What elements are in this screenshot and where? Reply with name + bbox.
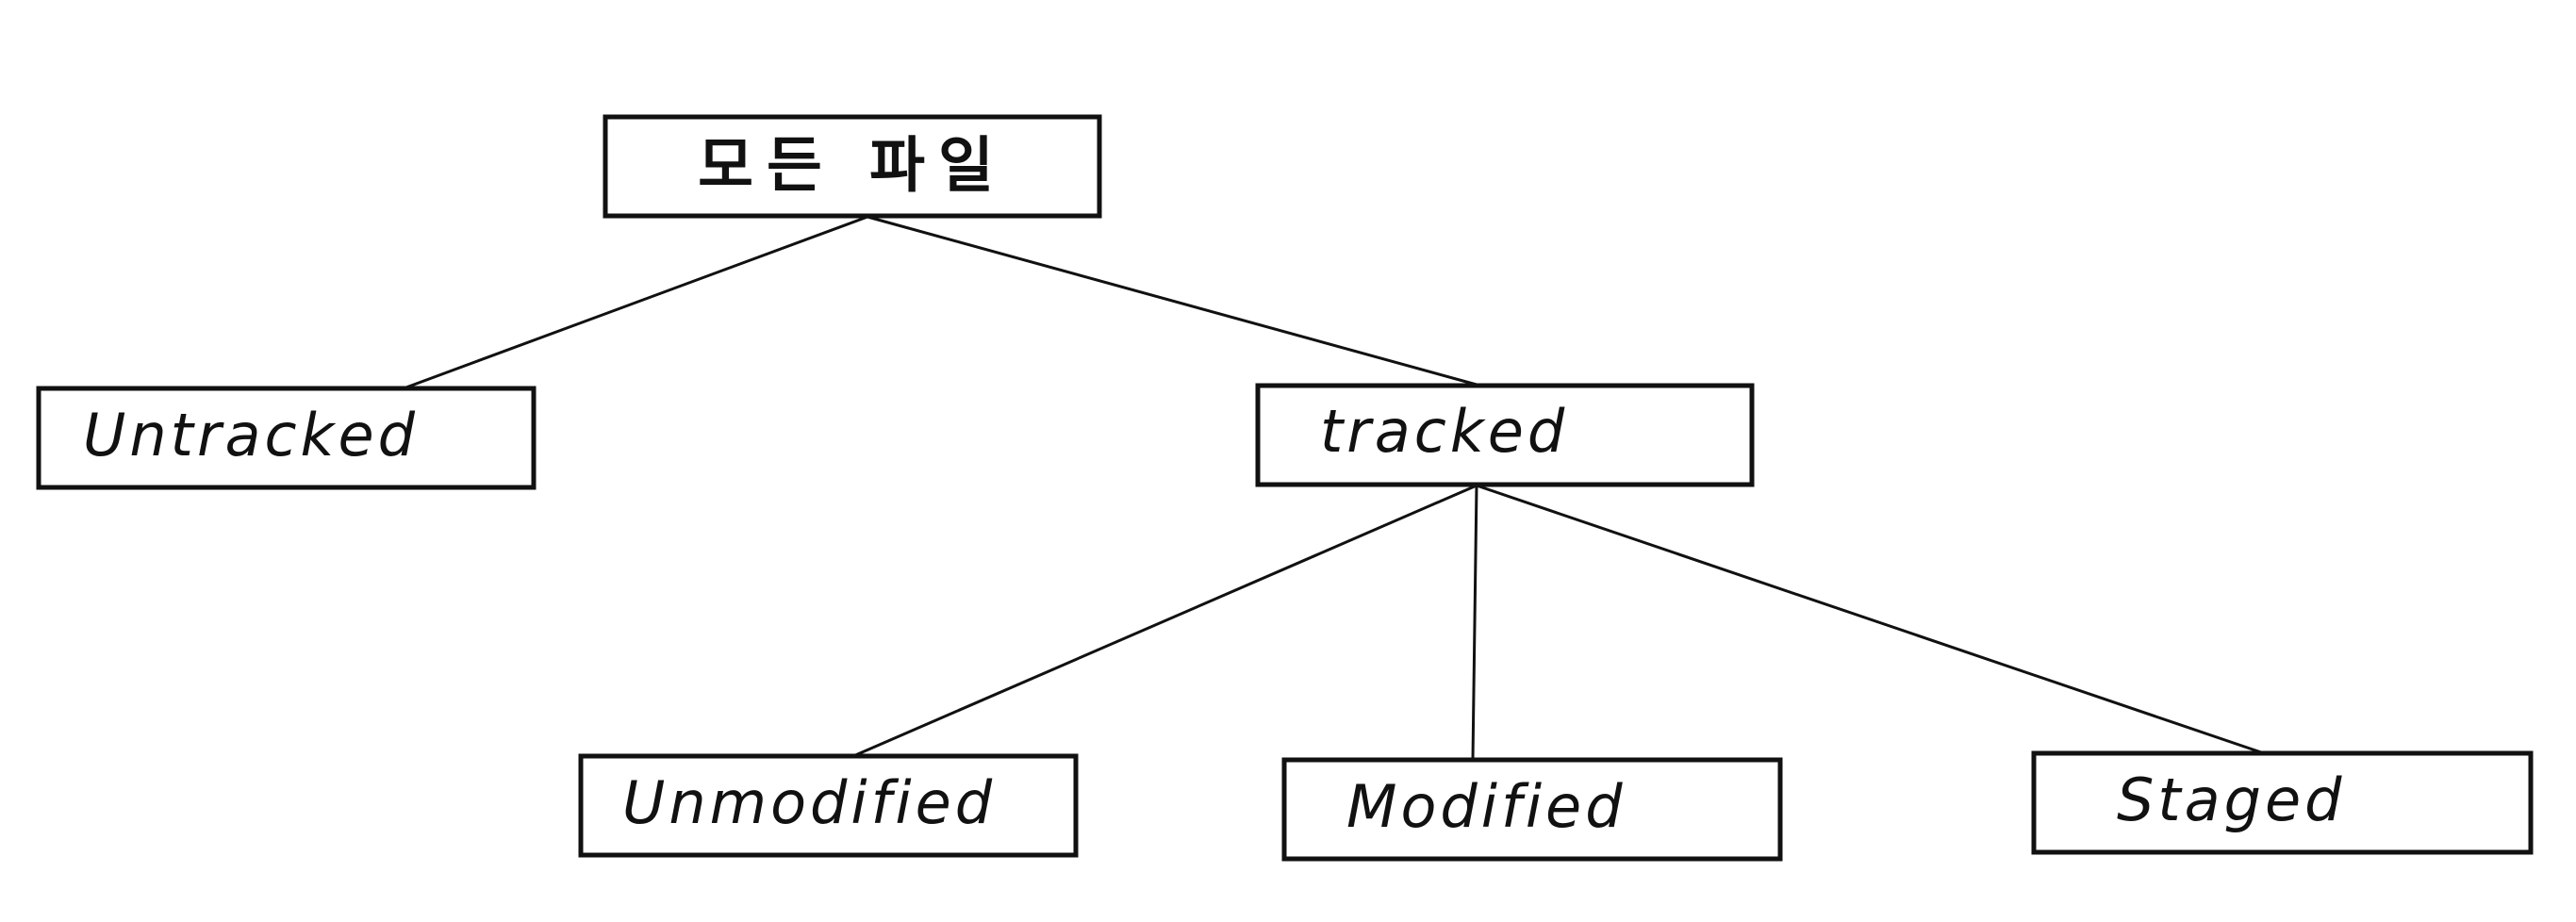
- node-untracked: Untracked: [36, 386, 537, 490]
- node-modified-box: [1281, 757, 1783, 862]
- edge-root-tracked: [867, 215, 1478, 387]
- node-unmodified-box: [578, 753, 1079, 858]
- node-tracked-box: [1255, 383, 1755, 487]
- node-modified-label: Modified: [1346, 772, 1627, 841]
- node-staged-label: Staged: [2117, 766, 2346, 834]
- edge-tracked-staged: [1476, 484, 2262, 754]
- node-all-files-box: [603, 114, 1102, 219]
- node-tracked-label: tracked: [1320, 397, 1568, 466]
- node-untracked-label: Untracked: [83, 401, 419, 469]
- node-staged-box: [2031, 750, 2534, 855]
- node-untracked-box: [36, 386, 537, 490]
- node-modified: Modified: [1281, 757, 1783, 862]
- edge-root-untracked: [403, 215, 868, 390]
- node-unmodified: Unmodified: [578, 753, 1079, 858]
- node-staged: Staged: [2031, 750, 2534, 855]
- node-tracked: tracked: [1255, 383, 1755, 487]
- node-all-files: 모든 파일: [603, 114, 1102, 219]
- edge-tracked-modified: [1471, 485, 1478, 761]
- node-all-files-label: 모든 파일: [698, 132, 1007, 202]
- node-unmodified-label: Unmodified: [622, 768, 996, 837]
- edge-tracked-unmodified: [852, 484, 1478, 758]
